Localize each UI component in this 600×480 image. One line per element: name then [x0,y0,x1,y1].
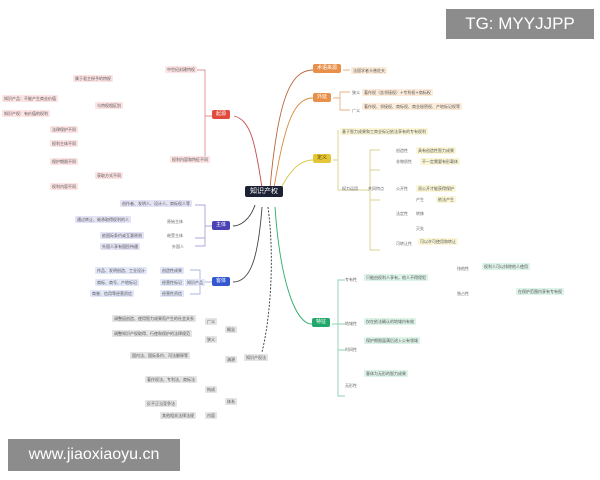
definition-leaf: 基于智力成果和工商业标记依法享有的专有权利 [340,128,428,135]
law-item: 体系 [225,398,237,405]
feature-item: 无形性 [345,383,357,388]
origin-leaf: 属于君主授予的特权 [73,75,113,82]
branch-origin[interactable]: 起源 [212,110,231,119]
origin-leaf: 权利主体不同 [50,140,78,147]
origin-item: 权利内容和特征不同 [170,156,210,163]
feature-item: 专有性 [345,277,357,282]
origin-item: 与特权相区别 [95,102,123,109]
watermark-top: TG: MYYJJPP [446,9,594,39]
definition-item: 灭失 [416,226,424,231]
feature-item: 排他性 [457,266,469,271]
origin-leaf: 保护期限不同 [50,158,78,165]
definition-item: 产生 [416,197,424,202]
feature-item: 时间性 [345,347,357,352]
law-item: 广义 [205,318,217,325]
definition-item: 权力运用 [342,186,358,191]
origin-leaf: 权利内容不同 [50,183,78,190]
definition-leaf: 不一定需要有形载体 [420,158,460,165]
definition-item: 转移 [416,211,424,216]
definition-item: 可转让性 [396,241,412,246]
subject-leaf: 依国际条约或互惠原则 [100,232,144,239]
feature-leaf: 保护期限届满后进入公有领域 [364,337,420,344]
feature-item: 地域性 [345,321,357,326]
definition-item: 共同特点 [368,186,384,191]
subject-item: 外国人 [172,244,184,249]
branch-extension[interactable]: 外延 [313,93,332,102]
law-leaf: 调整知识产权取得、行使和保护的法律规范 [112,330,192,337]
law-leaf: 反不正当竞争法 [145,400,177,407]
law-item: 狭义 [205,336,217,343]
origin-leaf: 知识产权：有价值的权利 [2,110,50,117]
subject-item: 原始主体 [167,219,183,224]
definition-item: 非物质性 [396,159,412,164]
definition-item: 创造性 [396,148,408,153]
center-node[interactable]: 知识产权 [245,186,283,197]
subject-item: 继受主体 [167,233,183,238]
subject-leaf: 创作者、发明人、设计人、商标权人等 [120,200,192,207]
feature-leaf: 客体为无形的智力成果 [364,370,408,377]
law-item: 内容 [205,412,217,419]
branch-ip-law[interactable]: 知识产权法 [244,354,268,361]
origin-leaf: 法律保护不同 [50,126,78,133]
definition-item: 法定性 [396,211,408,216]
object-leaf: 商标、商号、产地标记 [95,279,139,286]
law-leaf: 国内法、国际条约、司法解释等 [130,352,190,359]
law-item: 构成 [205,386,217,393]
term-leaf: 法国学者卡普佐夫 [351,67,387,74]
definition-item: 公开性 [396,186,408,191]
branch-subject[interactable]: 主体 [212,221,231,230]
branch-feature[interactable]: 特征 [312,318,331,327]
feature-leaf: 仅在依法确认的地域内有效 [364,318,416,325]
subject-leaf: 外国人享有国民待遇 [100,243,140,250]
extension-item: 广义 [352,108,360,113]
extension-leaf: 著作权、邻接权、商标权、商业秘密权、产地标记权等 [362,103,462,110]
branch-definition[interactable]: 定义 [313,154,332,163]
origin-item: 中世纪封建特权 [165,66,197,73]
object-leaf: 商誉、信用等经营资信 [90,290,134,297]
definition-leaf: 可以许可使用和转让 [418,238,458,245]
feature-item: 独占性 [457,291,469,296]
definition-leaf: 具有创造性智力成果 [416,147,456,154]
feature-leaf: 权利人可以排除他人使用 [482,263,530,270]
law-leaf: 著作权法、专利法、商标法 [145,376,197,383]
law-leaf: 其他相关法律法规 [160,412,196,419]
object-item: 经营性资信 [160,290,184,297]
origin-leaf: 知识产品：不能产生商业价值 [2,95,58,102]
feature-leaf: 在保护范围内享有专有权 [516,288,564,295]
law-leaf: 调整因创造、使用智力成果而产生的社会关系 [112,315,196,322]
object-item: 创造性成果 [160,267,184,274]
object-item: 经营性标记 [160,279,184,286]
law-item: 渊源 [225,356,237,363]
object-leaf: 作品、发明创造、工业设计 [95,267,147,274]
branch-object[interactable]: 客体 [212,277,231,286]
object-item: 知识产品 [185,279,205,286]
definition-leaf: 须公开才能获得保护 [416,185,456,192]
subject-leaf: 通过转让、继承取得权利的人 [75,216,131,223]
origin-leaf: 获取方式不同 [95,172,123,179]
law-item: 概念 [225,326,237,333]
extension-leaf: 著作权（含邻接权）+专利权+商标权 [362,89,433,96]
feature-leaf: 只能由权利人享有，他人不得侵犯 [364,274,428,281]
branch-term-source[interactable]: 术语来源 [313,64,342,73]
extension-item: 狭义 [352,90,360,95]
watermark-bottom: www.jiaoxiaoyu.cn [8,439,180,471]
definition-leaf: 依法产生 [436,196,456,203]
